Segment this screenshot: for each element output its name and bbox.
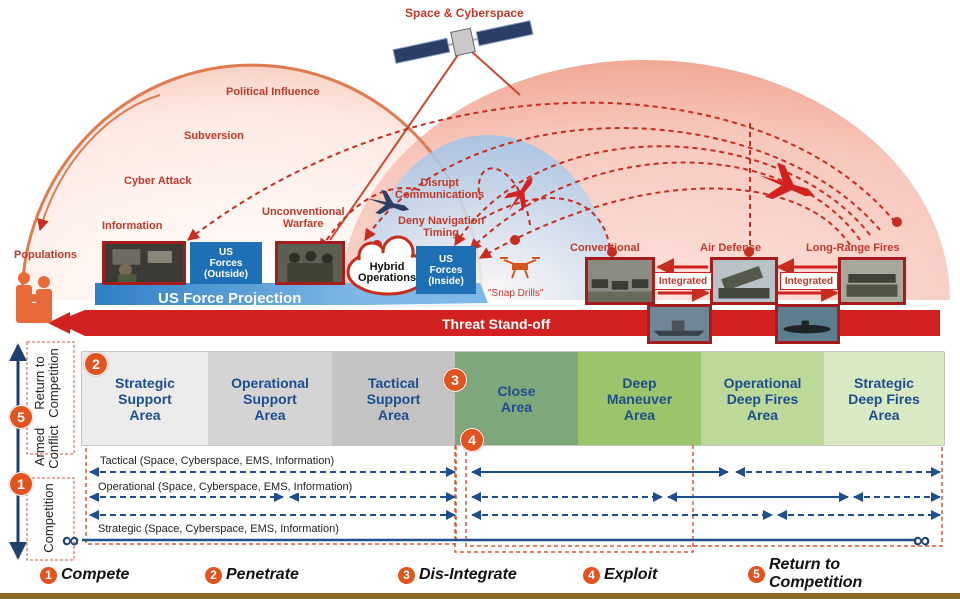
hybrid-operations-label: Hybrid Operations [358, 261, 417, 284]
space-cyberspace-title: Space & Cyberspace [405, 6, 524, 20]
area-cell: Strategic Deep Fires Area [824, 352, 944, 445]
competition-label: Competition [41, 483, 56, 553]
phase-number-badge: 5 [748, 565, 765, 583]
long-range-fires-label: Long-Range Fires [806, 242, 900, 254]
conventional-label: Conventional [570, 242, 640, 254]
marker-4: 4 [460, 428, 484, 452]
infinity-left: ∞ [62, 527, 80, 554]
phase-number-badge: 4 [583, 566, 600, 584]
tactical-track-label: Tactical (Space, Cyberspace, EMS, Inform… [98, 455, 337, 467]
threat-bomber-icon [759, 162, 815, 200]
area-cell: Deep Maneuver Area [578, 352, 701, 445]
us-aircraft-icon [366, 189, 410, 215]
area-cell: Operational Support Area [208, 352, 332, 445]
threat-standoff-label: Threat Stand-off [442, 316, 551, 332]
unconventional-warfare-photo [275, 241, 345, 285]
unconventional-warfare-label: Unconventional Warfare [262, 206, 345, 230]
disrupt-communications-label: Disrupt Communications [395, 177, 485, 201]
armed-conflict-label: Armed Conflict [32, 425, 61, 469]
threat-standoff-band [55, 310, 940, 336]
drone-icon [500, 257, 540, 279]
populations-icon [16, 272, 52, 323]
phase-label: Exploit [604, 566, 658, 583]
marker-5: 5 [9, 405, 33, 429]
us-forces-outside-box: US Forces (Outside) [190, 242, 262, 284]
political-influence-label: Political Influence [226, 86, 320, 98]
submarine-photo [775, 304, 840, 344]
integrated-left-label: Integrated [654, 272, 712, 290]
information-label: Information [102, 220, 163, 232]
satellite-icon [392, 20, 534, 64]
populations-label: Populations [14, 249, 77, 261]
force-projection-band [95, 283, 365, 305]
marker-3: 3 [443, 368, 467, 392]
phase-number-badge: 1 [40, 566, 57, 584]
subversion-label: Subversion [184, 130, 244, 142]
area-cell: Tactical Support Area [332, 352, 455, 445]
area-cell: Close Area [455, 352, 578, 445]
phase-label: Dis-Integrate [419, 566, 517, 583]
cyber-attack-label: Cyber Attack [124, 175, 192, 187]
phase-number-badge: 2 [205, 566, 222, 584]
us-forces-inside-box: US Forces (Inside) [416, 246, 476, 294]
operational-track-label: Operational (Space, Cyberspace, EMS, Inf… [96, 481, 355, 493]
return-to-competition-label: Return to Competition [32, 348, 61, 418]
long-range-fires-photo [838, 257, 906, 305]
integrated-right-label: Integrated [780, 272, 838, 290]
phase-label: Penetrate [226, 566, 299, 583]
threat-jet-icon [504, 176, 533, 212]
snap-drills-label: "Snap Drills" [488, 288, 544, 299]
phase-label: Return to Competition [769, 556, 863, 591]
phase-label: Compete [61, 566, 130, 583]
strategic-track-label: Strategic (Space, Cyberspace, EMS, Infor… [96, 523, 341, 535]
area-cell: Operational Deep Fires Area [701, 352, 824, 445]
warship-photo [647, 304, 712, 344]
deny-navigation-timing-label: Deny Navigation Timing [398, 215, 485, 239]
infinity-right: ∞ [913, 527, 931, 554]
us-force-projection-label: US Force Projection [158, 290, 302, 307]
hybrid-operations-cloud [346, 235, 430, 296]
marker-2: 2 [84, 352, 108, 376]
information-photo [102, 241, 186, 285]
conventional-forces-photo [585, 257, 655, 305]
marker-1: 1 [9, 472, 33, 496]
air-defense-label: Air Defense [700, 242, 762, 254]
air-defense-photo [710, 257, 778, 305]
phase-number-badge: 3 [398, 566, 415, 584]
